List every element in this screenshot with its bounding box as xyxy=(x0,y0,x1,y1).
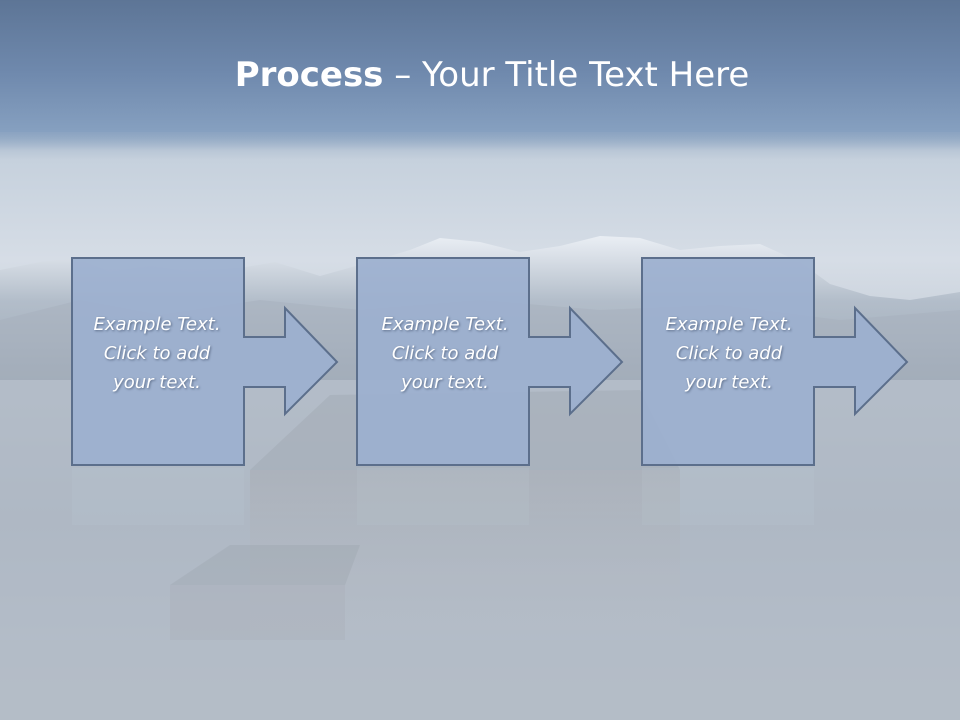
page-title-rest: – Your Title Text Here xyxy=(383,55,750,95)
page-title-bold: Process xyxy=(234,55,384,95)
step-2-text[interactable]: Example Text. Click to add your text. xyxy=(360,310,530,397)
step-1-line-1: Example Text. xyxy=(93,314,221,335)
process-step-3-arrow[interactable] xyxy=(641,257,909,466)
step-3-text[interactable]: Example Text. Click to add your text. xyxy=(644,310,814,397)
step-3-line-3: your text. xyxy=(685,372,773,393)
step-2-reflection xyxy=(357,468,529,525)
process-step-2-arrow[interactable] xyxy=(356,257,624,466)
step-1-text[interactable]: Example Text. Click to add your text. xyxy=(72,310,242,397)
process-step-1-arrow[interactable] xyxy=(71,257,339,466)
step-2-line-1: Example Text. xyxy=(381,314,509,335)
step-1-line-2: Click to add xyxy=(103,343,211,364)
barn-wall xyxy=(250,470,680,630)
step-2-line-3: your text. xyxy=(401,372,489,393)
step-3-line-1: Example Text. xyxy=(665,314,793,335)
step-2-line-2: Click to add xyxy=(391,343,499,364)
shed-roof xyxy=(170,545,360,585)
title-band xyxy=(0,0,960,150)
step-3-reflection xyxy=(642,468,814,525)
page-title: Process – Your Title Text Here xyxy=(0,53,960,97)
step-1-reflection xyxy=(72,468,244,525)
step-3-line-2: Click to add xyxy=(675,343,783,364)
step-1-line-3: your text. xyxy=(113,372,201,393)
ground xyxy=(0,640,960,720)
shed-wall xyxy=(170,585,345,640)
